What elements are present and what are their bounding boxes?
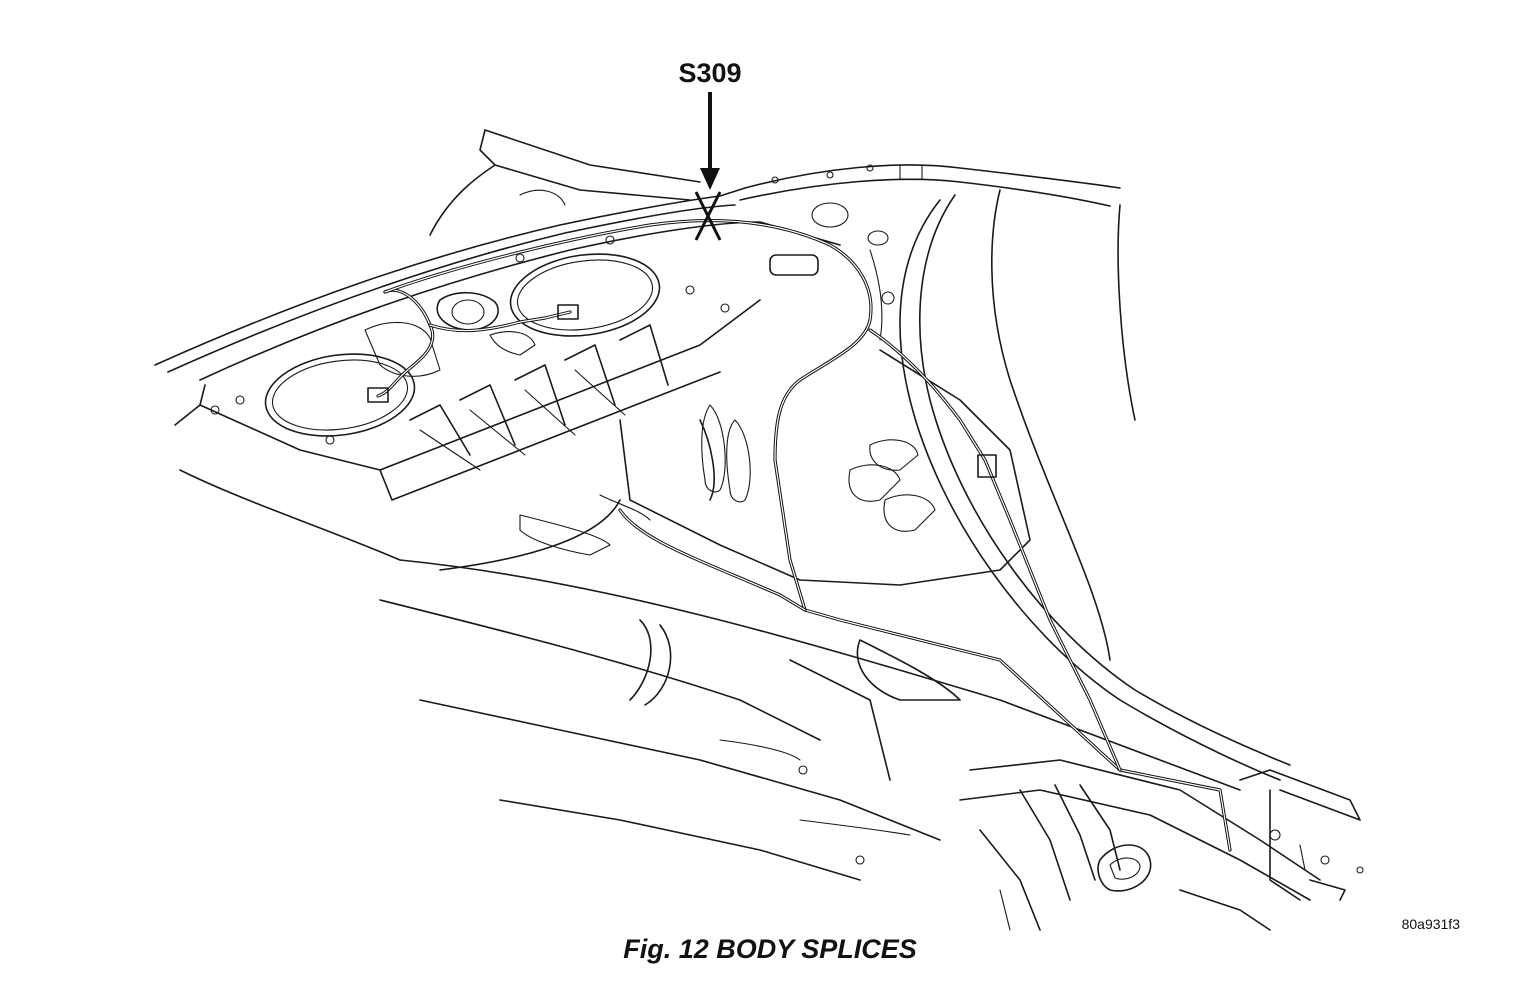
rear-window-frame (429, 129, 1121, 246)
splice-marker-x (694, 191, 722, 241)
wiring-harness (367, 218, 1232, 852)
right-quarter-panel (869, 189, 1291, 781)
figure-caption: Fig. 12 BODY SPLICES (623, 934, 917, 964)
figure-reference-code: 80a931f3 (1401, 916, 1460, 932)
rear-body-corner (959, 759, 1364, 931)
rear-package-shelf (154, 187, 841, 501)
trunk-floor (179, 349, 1241, 881)
splice-label-s309: S309 (678, 58, 742, 88)
splice-callout-arrow (700, 92, 720, 190)
